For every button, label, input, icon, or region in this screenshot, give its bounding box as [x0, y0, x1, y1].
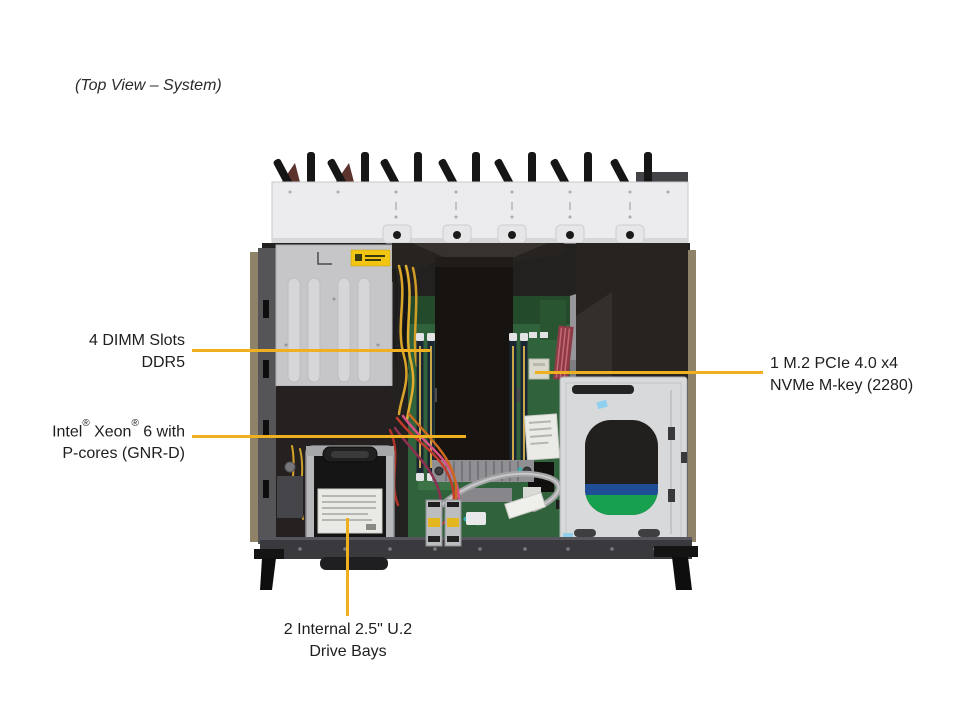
warning-sticker [350, 249, 391, 267]
fan-tray [271, 181, 689, 244]
internal-drive-left [305, 445, 395, 548]
ribbon-cable [553, 325, 574, 381]
callout-label-drive-bays-line1: 2 Internal 2.5" U.2 [283, 621, 413, 638]
callout-label-dimm: 4 DIMM Slots DDR5 [19, 330, 185, 374]
callout-label-dimm-line1: 4 DIMM Slots [88, 332, 185, 349]
callout-label-m2: 1 M.2 PCIe 4.0 x4 NVMe M-key (2280) [770, 353, 960, 397]
callout-label-cpu-line1: Intel® Xeon® 6 with [52, 418, 185, 441]
callout-line-cpu [192, 435, 466, 438]
page-title: (Top View – System) [75, 77, 222, 94]
callout-label-m2-line2: NVMe M-key (2280) [770, 377, 914, 394]
air-shroud [392, 243, 688, 386]
callout-line-dimm [192, 349, 430, 352]
callout-label-drive-bays-line2: Drive Bays [309, 643, 387, 660]
callout-label-m2-line1: 1 M.2 PCIe 4.0 x4 [770, 355, 899, 372]
callout-label-drive-bays: 2 Internal 2.5" U.2 Drive Bays [258, 619, 438, 663]
callout-label-dimm-line2: DDR5 [141, 354, 185, 371]
board-components [277, 461, 562, 526]
fan-levers [273, 152, 652, 189]
callout-line-drive-bays [346, 518, 349, 616]
callout-line-m2 [535, 371, 763, 374]
chassis-front-edge [260, 537, 692, 570]
mounting-feet [254, 546, 698, 590]
front-io-cages [425, 499, 462, 547]
dimm-slots [416, 333, 528, 481]
callout-label-cpu: Intel® Xeon® 6 with P-cores (GNR-D) [19, 417, 185, 465]
callout-label-cpu-line2: P-cores (GNR-D) [62, 445, 185, 463]
cpu-air-duct [429, 257, 520, 463]
server-illustration [250, 152, 698, 590]
drive-tray-right [559, 376, 688, 545]
